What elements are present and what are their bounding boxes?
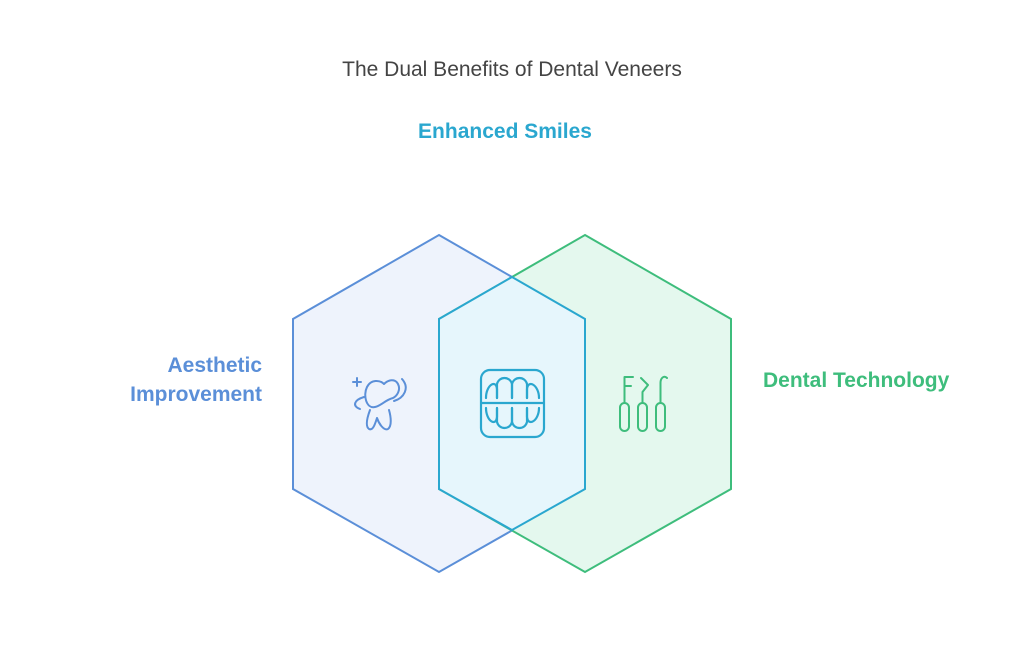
diagram-title: The Dual Benefits of Dental Veneers: [342, 58, 682, 81]
left-set-label: Aesthetic Improvement: [60, 351, 262, 409]
intersection-label: Enhanced Smiles: [418, 120, 592, 143]
left-set-label-line1: Aesthetic: [167, 354, 262, 377]
teeth-icon: [479, 368, 546, 439]
right-set-label: Dental Technology: [763, 369, 950, 392]
sparkling-tooth-icon: [352, 377, 407, 431]
dental-tools-icon: [619, 375, 668, 432]
left-set-label-line2: Improvement: [130, 383, 262, 406]
